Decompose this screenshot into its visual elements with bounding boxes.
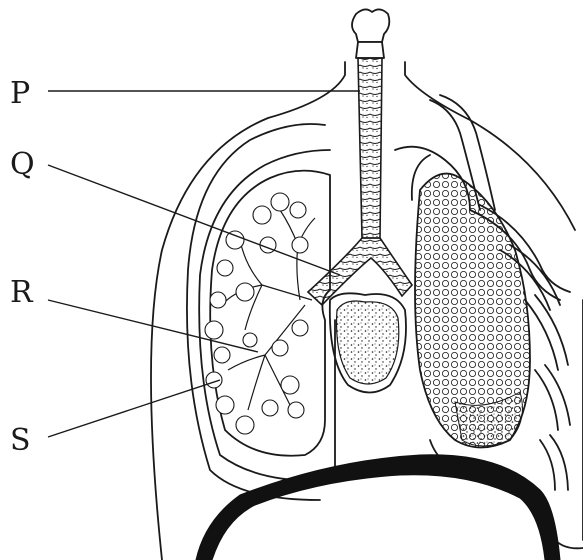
right-lung [415, 174, 530, 448]
leader-lines [48, 91, 360, 437]
alveoli-clusters [205, 193, 308, 434]
pleural-membrane [187, 124, 335, 500]
leader-line-q [48, 165, 340, 275]
trachea [352, 9, 389, 238]
left-lung [205, 171, 330, 456]
leader-line-s [48, 380, 220, 437]
label-s: S [10, 423, 31, 458]
label-r: R [10, 275, 34, 310]
heart [330, 293, 406, 392]
label-q: Q [10, 147, 35, 182]
label-p: P [10, 76, 30, 111]
